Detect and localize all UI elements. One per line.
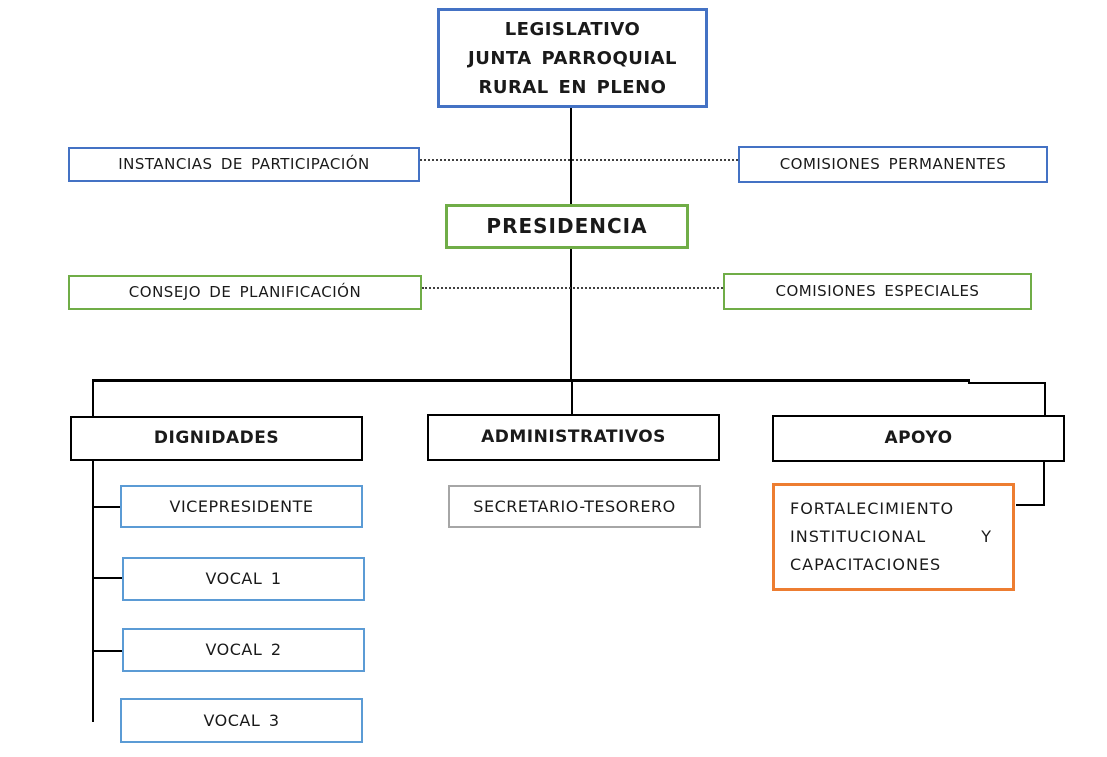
node-vocal2: VOCAL 2 bbox=[122, 628, 365, 672]
connector-dotted-consejo-especiales bbox=[422, 287, 723, 289]
connector-dignidades-spine bbox=[92, 461, 94, 722]
connector-drop-dignidades bbox=[92, 381, 94, 417]
node-fortalecimiento-line2a: INSTITUCIONAL bbox=[790, 527, 927, 546]
node-vicepresidente: VICEPRESIDENTE bbox=[120, 485, 363, 528]
node-comisiones-permanentes: COMISIONES PERMANENTES bbox=[738, 146, 1048, 183]
connector-apoyo-fortalecimiento bbox=[1016, 504, 1045, 506]
node-fortalecimiento: FORTALECIMIENTO INSTITUCIONAL Y CAPACITA… bbox=[772, 483, 1015, 591]
node-secretario-tesorero: SECRETARIO-TESORERO bbox=[448, 485, 701, 528]
node-vocal3-label: VOCAL 3 bbox=[203, 710, 280, 730]
connector-dotted-instancias-permanentes bbox=[420, 159, 738, 161]
node-dignidades-label: DIGNIDADES bbox=[153, 427, 280, 448]
node-administrativos: ADMINISTRATIVOS bbox=[427, 414, 720, 461]
connector-stub-vocal1 bbox=[93, 577, 123, 579]
node-comisiones-permanentes-label: COMISIONES PERMANENTES bbox=[779, 155, 1007, 174]
node-presidencia: PRESIDENCIA bbox=[445, 204, 689, 249]
node-fortalecimiento-line1: FORTALECIMIENTO bbox=[790, 499, 955, 518]
node-fortalecimiento-line2b: Y bbox=[981, 527, 992, 546]
node-vocal1-label: VOCAL 1 bbox=[205, 569, 282, 588]
node-legislativo-line1: LEGISLATIVO bbox=[504, 18, 641, 40]
node-vicepresidente-label: VICEPRESIDENTE bbox=[169, 496, 314, 516]
connector-drop-apoyo bbox=[1044, 383, 1046, 416]
node-fortalecimiento-line3: CAPACITACIONES bbox=[790, 555, 942, 574]
node-dignidades: DIGNIDADES bbox=[70, 416, 363, 461]
connector-drop-administrativos bbox=[571, 381, 573, 415]
node-legislativo: LEGISLATIVO JUNTA PARROQUIAL RURAL EN PL… bbox=[437, 8, 708, 108]
node-instancias-participacion-label: INSTANCIAS DE PARTICIPACIÓN bbox=[118, 155, 370, 174]
connector-legislativo-presidencia bbox=[570, 108, 572, 205]
node-consejo-planificacion: CONSEJO DE PLANIFICACIÓN bbox=[68, 275, 422, 310]
node-legislativo-line3: RURAL EN PLENO bbox=[478, 76, 667, 98]
node-comisiones-especiales: COMISIONES ESPECIALES bbox=[723, 273, 1032, 310]
node-vocal3: VOCAL 3 bbox=[120, 698, 363, 743]
node-apoyo-label: APOYO bbox=[884, 427, 953, 448]
node-instancias-participacion: INSTANCIAS DE PARTICIPACIÓN bbox=[68, 147, 420, 182]
node-administrativos-label: ADMINISTRATIVOS bbox=[481, 426, 666, 447]
node-vocal2-label: VOCAL 2 bbox=[205, 640, 282, 659]
connector-presidencia-bar bbox=[570, 249, 572, 382]
node-vocal1: VOCAL 1 bbox=[122, 557, 365, 601]
connector-apoyo-down bbox=[1043, 461, 1045, 506]
node-presidencia-label: PRESIDENCIA bbox=[486, 214, 648, 238]
node-secretario-tesorero-label: SECRETARIO-TESORERO bbox=[473, 496, 676, 516]
node-fortalecimiento-line2: INSTITUCIONAL Y bbox=[790, 523, 992, 551]
connector-stub-vocal2 bbox=[93, 650, 123, 652]
connector-bar-right-extension bbox=[968, 382, 1046, 384]
node-consejo-planificacion-label: CONSEJO DE PLANIFICACIÓN bbox=[128, 283, 362, 302]
node-apoyo: APOYO bbox=[772, 415, 1065, 462]
connector-stub-vicepresidente bbox=[93, 506, 121, 508]
connector-main-bar bbox=[92, 379, 970, 382]
node-comisiones-especiales-label: COMISIONES ESPECIALES bbox=[775, 282, 980, 301]
node-legislativo-line2: JUNTA PARROQUIAL bbox=[468, 47, 677, 69]
